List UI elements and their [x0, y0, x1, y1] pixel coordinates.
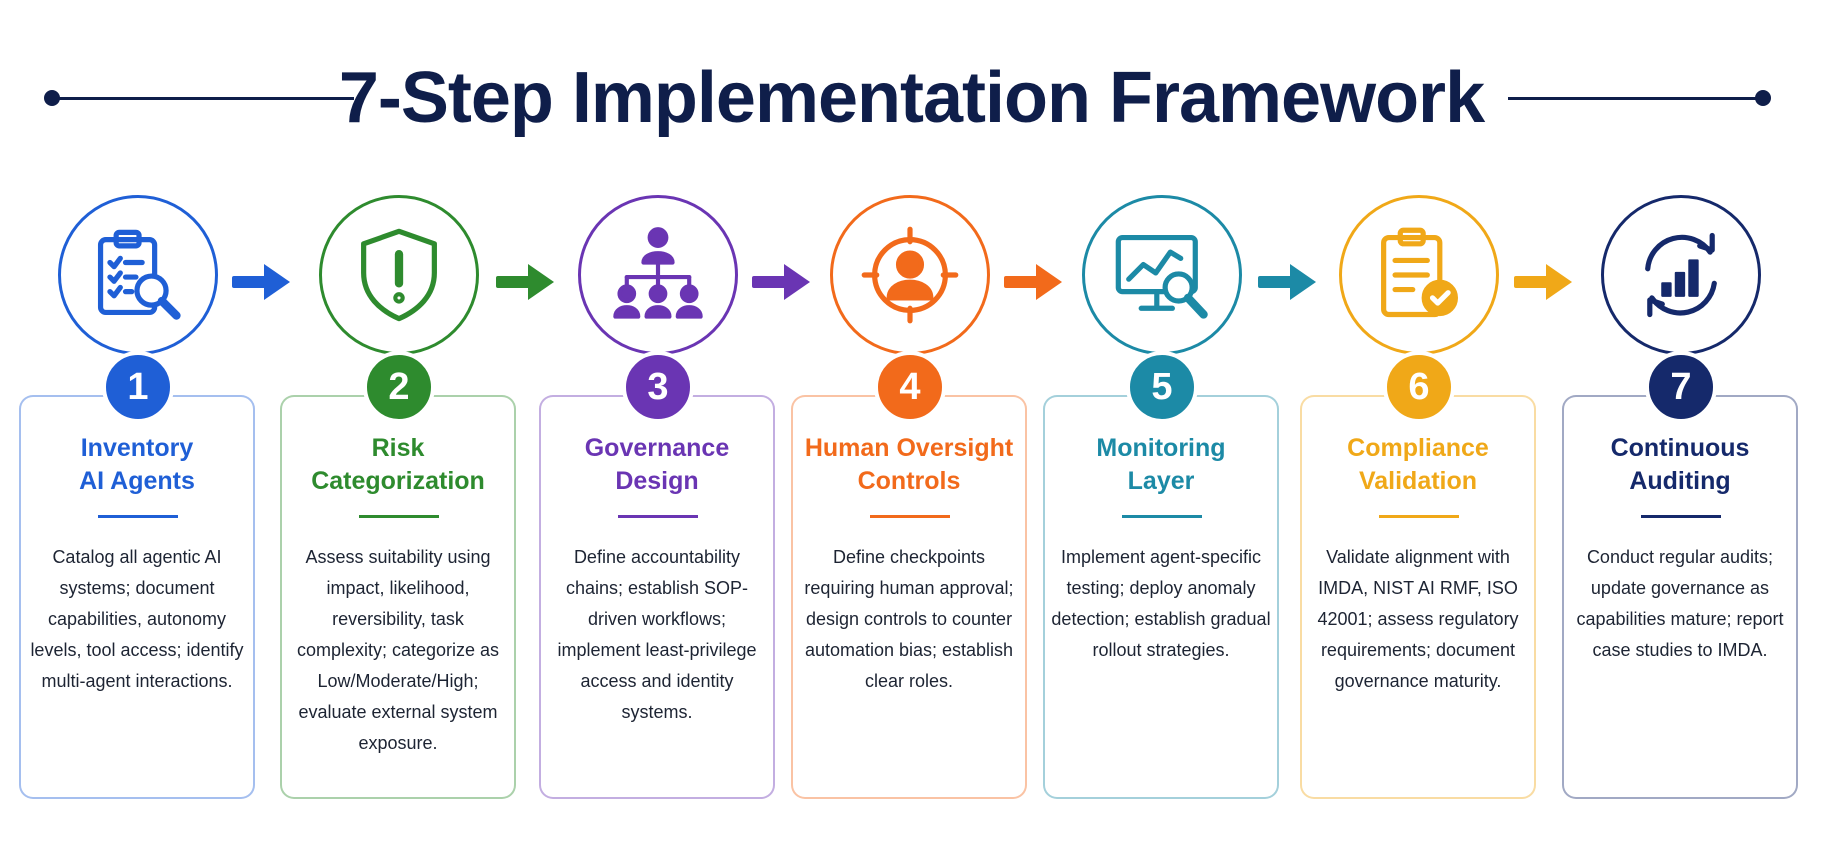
- arrow-right-icon: [1258, 264, 1316, 300]
- step-heading-line: Layer: [1127, 467, 1195, 495]
- step-icon-circle: [830, 195, 990, 355]
- step-heading-line: Monitoring: [1096, 434, 1226, 462]
- step-underline: [359, 515, 439, 518]
- clipboard-search-icon: [97, 229, 181, 320]
- step-heading-line: Controls: [857, 467, 961, 495]
- step-heading-line: Validation: [1358, 467, 1478, 495]
- step-heading-line: Categorization: [311, 467, 485, 495]
- step-heading-line: Design: [615, 467, 699, 495]
- shield-alert-icon: [361, 228, 437, 322]
- title-dot-left: [44, 90, 60, 106]
- step-heading-line: Governance: [584, 434, 730, 462]
- chart-cycle-icon: [1645, 232, 1717, 318]
- step-number-badge: 4: [874, 351, 946, 423]
- step-description: Implement agent-specific testing; deploy…: [1051, 547, 1271, 660]
- arrow-right-icon: [752, 264, 810, 300]
- step-description: Validate alignment with IMDA, NIST AI RM…: [1317, 547, 1519, 691]
- header: 7-Step Implementation Framework: [0, 48, 1823, 148]
- step-card: [791, 395, 1027, 799]
- page-title: 7-Step Implementation Framework: [338, 58, 1485, 138]
- title-rule-left: [52, 97, 354, 100]
- arrow-right-icon: [496, 264, 554, 300]
- arrow-right-icon: [232, 264, 290, 300]
- step-number-badge: 3: [622, 351, 694, 423]
- step-number-badge: 5: [1126, 351, 1198, 423]
- step-card: [280, 395, 516, 799]
- step-description: Catalog all agentic AI systems; document…: [30, 547, 244, 691]
- step-description: Assess suitability using impact, likelih…: [296, 547, 500, 753]
- step-heading-line: Inventory: [80, 434, 194, 462]
- step-heading-line: Risk: [371, 434, 425, 462]
- step-number-badge: 1: [102, 351, 174, 423]
- step-heading-line: Compliance: [1347, 434, 1489, 462]
- step-card: [1300, 395, 1536, 799]
- step-number-badge: 7: [1645, 351, 1717, 423]
- step-underline: [1641, 515, 1721, 518]
- step-heading-line: Continuous: [1610, 434, 1750, 462]
- monitor-search-icon: [1115, 234, 1208, 319]
- step-icon-circle: [1601, 195, 1761, 355]
- step-card: [539, 395, 775, 799]
- step-icon-circle: [319, 195, 479, 355]
- step-number-badge: 6: [1383, 351, 1455, 423]
- step-description: Conduct regular audits; update governanc…: [1576, 547, 1784, 660]
- step-underline: [618, 515, 698, 518]
- arrow-right-icon: [1004, 264, 1062, 300]
- step-heading-line: AI Agents: [79, 467, 195, 495]
- title-rule-right: [1508, 97, 1763, 100]
- step-icon-circle: [1082, 195, 1242, 355]
- step-underline: [98, 515, 178, 518]
- step-description: Define accountability chains; establish …: [557, 547, 757, 722]
- step-heading-line: Auditing: [1629, 467, 1731, 495]
- step-underline: [1122, 515, 1202, 518]
- step-description: Define checkpoints requiring human appro…: [804, 547, 1014, 691]
- step-heading: Inventory AI Agents: [27, 432, 247, 498]
- step-underline: [1379, 515, 1459, 518]
- step-heading-line: Human Oversight: [804, 434, 1014, 462]
- person-target-icon: [861, 226, 959, 324]
- step-icon-circle: [58, 195, 218, 355]
- step-card: [19, 395, 255, 799]
- title-dot-right: [1755, 90, 1771, 106]
- step-number-badge: 2: [363, 351, 435, 423]
- document-check-icon: [1381, 227, 1458, 318]
- step-1: 1 Inventory AI Agents Catalog all agentic…: [19, 195, 259, 805]
- step-icon-circle: [578, 195, 738, 355]
- step-icon-circle: [1339, 195, 1499, 355]
- arrow-right-icon: [1514, 264, 1572, 300]
- org-chart-icon: [613, 227, 703, 319]
- step-underline: [870, 515, 950, 518]
- step-card: [1562, 395, 1798, 799]
